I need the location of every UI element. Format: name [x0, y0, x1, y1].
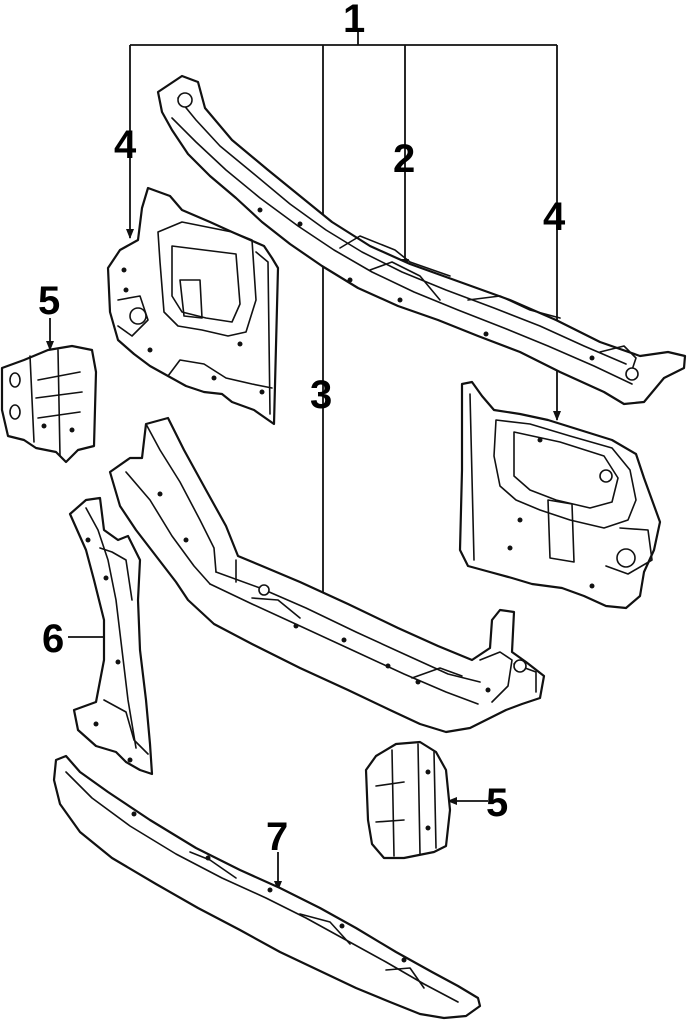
- callout-2: 2: [393, 137, 415, 181]
- lower-deflector-part: [52, 754, 482, 1020]
- callout-labels: 1 2 3 4 4 5 5 6 7: [38, 0, 566, 859]
- upper-tie-bar-part: [156, 74, 687, 406]
- callout-1: 1: [343, 0, 365, 41]
- lower-tie-bar-part: [108, 416, 546, 734]
- left-bracket-part: [0, 344, 98, 464]
- callout-7: 7: [266, 815, 288, 859]
- right-side-panel-part: [458, 380, 662, 610]
- right-bracket-part: [364, 740, 452, 860]
- callout-6: 6: [42, 617, 64, 661]
- callout-4-right: 4: [543, 195, 566, 239]
- leader-lines: [46, 32, 561, 891]
- callout-5-right: 5: [486, 781, 508, 825]
- callout-5-left: 5: [38, 279, 60, 323]
- callout-4-left: 4: [114, 123, 137, 167]
- left-side-panel-part: [106, 186, 280, 426]
- center-support-part: [68, 496, 154, 776]
- callout-3: 3: [310, 373, 332, 417]
